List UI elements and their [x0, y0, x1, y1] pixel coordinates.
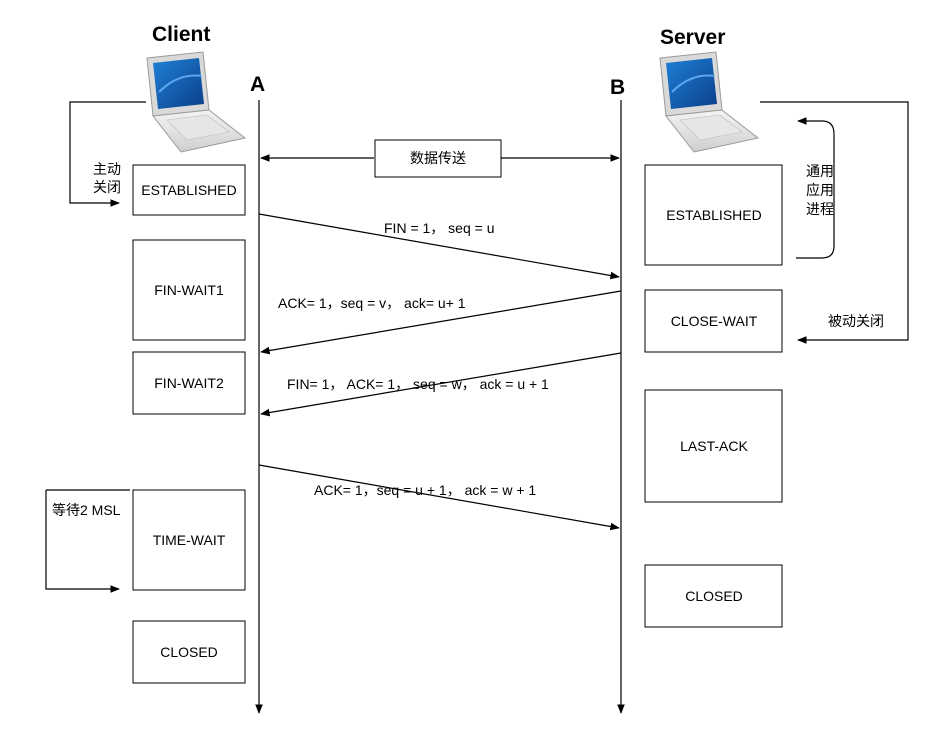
notify-app-arrow — [796, 117, 835, 259]
message-label-final-ack: ACK= 1，seq = u + 1， ack = w + 1 — [314, 482, 536, 498]
message-label-fin-ack: FIN= 1， ACK= 1， seq = w， ack = u + 1 — [287, 376, 549, 392]
server-state-box — [644, 564, 783, 628]
client-title: Client — [152, 23, 210, 46]
server-title: Server — [660, 26, 725, 49]
message-arrow-ack — [260, 290, 622, 355]
client-state-fin-wait2: FIN-WAIT2 — [154, 375, 224, 391]
client-state-established: ESTABLISHED — [141, 182, 236, 198]
message-arrow-fin-ack — [260, 352, 622, 417]
server-state-last-ack: LAST-ACK — [680, 438, 748, 454]
server-state-close-wait: CLOSE-WAIT — [671, 313, 758, 329]
message-arrow-final-ack — [258, 464, 620, 531]
active-close-label-line2: 关闭 — [93, 179, 121, 195]
client-state-box — [132, 351, 246, 415]
wait-2msl-label: 等待2 MSL — [52, 502, 121, 518]
notify-app-label-line3: 进程 — [806, 201, 834, 217]
data-transfer-box — [374, 139, 502, 178]
client-state-box — [132, 489, 246, 591]
laptop-icon — [659, 51, 760, 153]
notify-app-label-line2: 应用 — [806, 182, 834, 198]
passive-close-label: 被动关闭 — [828, 313, 884, 329]
client-state-time-wait: TIME-WAIT — [153, 532, 226, 548]
server-state-box — [644, 164, 783, 266]
message-label-fin: FIN = 1， seq = u — [384, 220, 495, 236]
client-state-fin-wait1: FIN-WAIT1 — [154, 282, 224, 298]
client-state-closed: CLOSED — [160, 644, 218, 660]
server-state-established: ESTABLISHED — [666, 207, 761, 223]
wait-2msl-label-bg — [48, 499, 130, 521]
notify-app-label-line1: 通用 — [806, 163, 834, 179]
message-label-ack: ACK= 1，seq = v， ack= u+ 1 — [278, 295, 466, 311]
server-axis-label: B — [610, 76, 625, 99]
message-arrow-fin — [258, 213, 620, 280]
passive-close-arrow — [760, 101, 909, 344]
active-close-arrow — [69, 101, 146, 207]
client-state-box — [132, 620, 246, 684]
active-close-label-line1: 主动 — [93, 161, 121, 177]
client-axis-label: A — [250, 73, 265, 96]
data-transfer-label: 数据传送 — [410, 150, 466, 166]
wait-2msl-arrow — [45, 490, 120, 593]
server-state-box — [644, 289, 783, 353]
client-state-box — [132, 164, 246, 216]
server-state-closed: CLOSED — [685, 588, 743, 604]
laptop-icon — [146, 51, 247, 153]
server-state-box — [644, 389, 783, 503]
client-state-box — [132, 239, 246, 341]
